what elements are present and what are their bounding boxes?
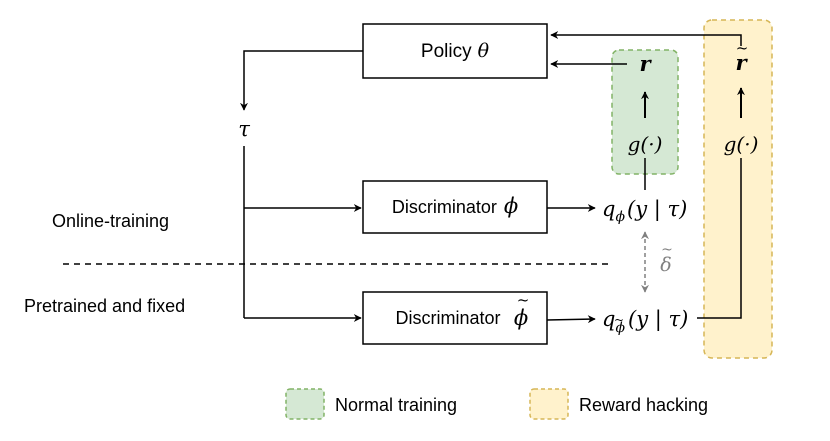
legend-hacking-swatch: [529, 388, 569, 420]
reward-r-tilde-accent: ~: [736, 39, 749, 57]
discriminator-fixed-label: Discriminator: [395, 308, 500, 328]
legend-normal-swatch: [285, 388, 325, 420]
reward-r-tilde: r: [735, 50, 748, 75]
legend-normal-label: Normal training: [335, 395, 457, 415]
delta-accent: ~: [661, 242, 673, 258]
online-training-label: Online-training: [52, 211, 169, 231]
discriminator-fixed-to-q-arrow: [546, 315, 596, 324]
policy-box: [362, 23, 548, 79]
discriminator-fixed-symbol: ϕ: [514, 306, 528, 330]
policy-to-tau-arrow: [240, 50, 363, 111]
reward-hacking-region: [703, 19, 773, 359]
delta-symbol: δ: [660, 254, 671, 276]
svg-text:~: ~: [614, 313, 624, 327]
g-normal: g(·): [628, 132, 663, 156]
q-fixed-expression: qϕ(y | τ) ~: [602, 307, 688, 336]
svg-text:qϕ(y | τ): qϕ(y | τ): [602, 197, 687, 225]
svg-text:qϕ(y | τ): qϕ(y | τ): [602, 307, 688, 336]
r-tilde-to-policy-arrow: [550, 31, 742, 46]
q-fixed-to-g-line: [697, 158, 742, 319]
pretrained-fixed-label: Pretrained and fixed: [24, 296, 185, 316]
discriminator-fixed-box: [362, 291, 548, 345]
legend-hacking-label: Reward hacking: [579, 395, 708, 415]
g-hacking: g(·): [724, 132, 759, 156]
reward-r: r: [639, 51, 652, 76]
discriminator-online-box: [362, 180, 548, 234]
discriminator-fixed-accent: ~: [517, 291, 530, 309]
q-online-expression: qϕ(y | τ): [602, 197, 687, 225]
trajectory-tau: τ: [238, 117, 250, 141]
